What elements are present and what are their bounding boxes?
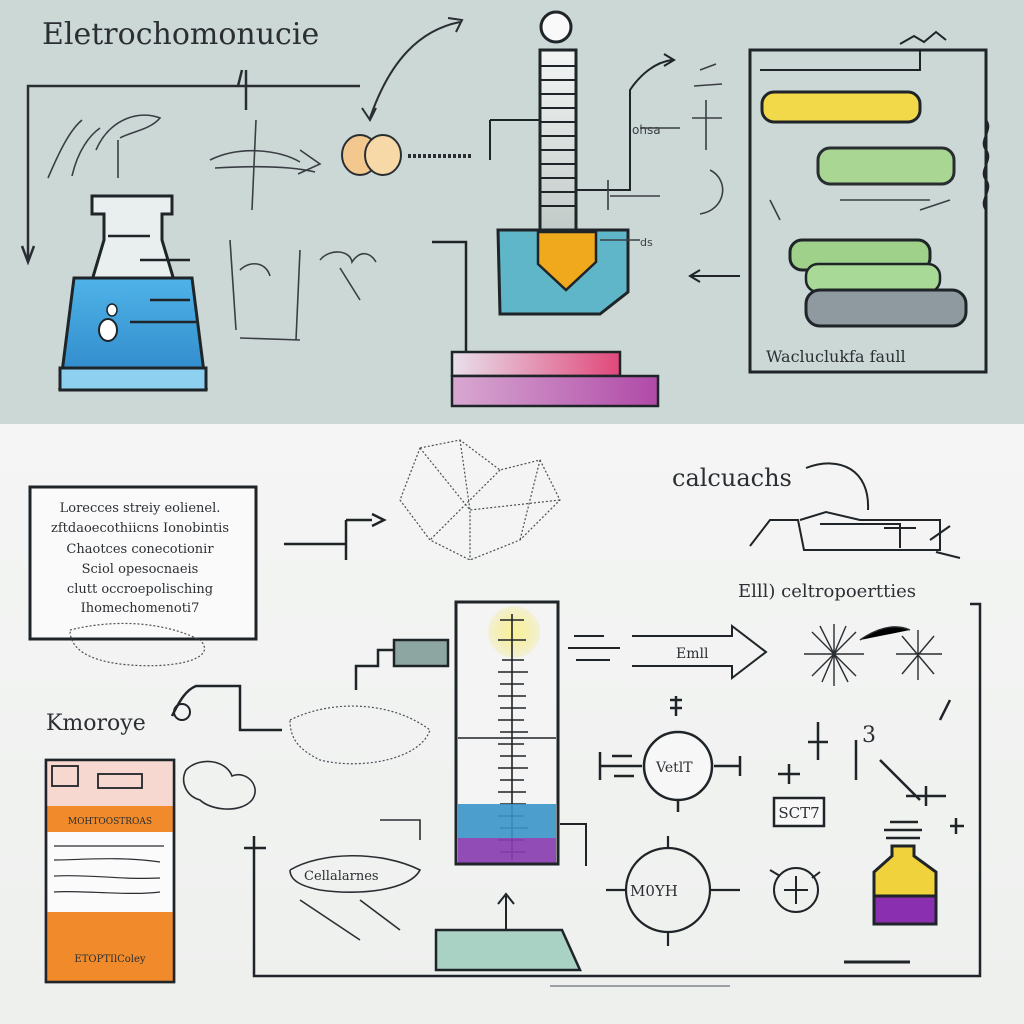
- notes-line-4: Sciol opesocnaeis: [82, 562, 199, 577]
- scribble-label-a: ohsa: [632, 123, 661, 137]
- probe: [354, 638, 450, 690]
- label-electroperties: Elll) celtropoertties: [738, 581, 916, 602]
- right-box-caption: Wacluclukfa faull: [766, 347, 906, 366]
- label-cell-bottom: Cellalarnes: [304, 869, 379, 884]
- small-dial: [769, 867, 821, 913]
- strip-header: MOHTOOSTROAS: [68, 817, 152, 827]
- emll-arrow: [568, 623, 768, 681]
- layered-bars-box: Wacluclukfa faull: [688, 30, 990, 374]
- circle-meter: [598, 696, 742, 812]
- notes-line-1: Lorecces streiy eolienel.: [60, 501, 221, 516]
- spark-bursts: [804, 624, 942, 686]
- arrow-to-pills: [361, 17, 464, 122]
- strip-footer: ETOPTIlColey: [74, 954, 146, 965]
- reagent-bottle: [844, 820, 938, 964]
- pill-capsules: [341, 134, 472, 176]
- label-kmorye: Kmoroye: [46, 711, 146, 736]
- left-color-strip: MOHTOOSTROAS ETOPTIlColey: [44, 758, 176, 984]
- label-moh: M0YH: [630, 882, 678, 900]
- scribble-label-b: ds: [640, 236, 653, 249]
- label-emil: Emll: [676, 646, 709, 662]
- label-sct: SCT7: [778, 804, 819, 822]
- top-right-device: [749, 510, 961, 559]
- scribble-column: [600, 63, 724, 241]
- scribble-marks: [47, 114, 377, 341]
- erlenmeyer-flask: [57, 194, 209, 392]
- circuit-wire: [244, 602, 982, 978]
- label-calcuachs: calcuachs: [672, 464, 792, 492]
- label-vet: VetlT: [655, 760, 693, 776]
- top-title: Eletrochomonucie: [42, 17, 319, 52]
- notes-line-6: Ihomechomenoti7: [81, 601, 200, 616]
- heating-base: [432, 240, 660, 408]
- sign-marks: [778, 699, 964, 834]
- calcuachs-curve: [805, 462, 870, 511]
- titration-column: [489, 10, 676, 316]
- notes-box: Lorecces streiy eolienel. zftdaoecothiic…: [28, 485, 258, 641]
- label-number-three: 3: [862, 723, 876, 748]
- mohh-device: [606, 836, 740, 946]
- measuring-cylinder: [434, 600, 587, 972]
- lower-left-sketch: [182, 760, 422, 941]
- left-wire: [20, 69, 360, 266]
- f-shape-arrow: [284, 512, 387, 560]
- notes-line-5: clutt occroepolisching: [67, 582, 213, 597]
- sct-box: SCT7: [772, 796, 826, 828]
- dotted-network: [69, 439, 561, 765]
- top-title-group: Eletrochomonucie: [42, 17, 319, 52]
- notes-line-2: zftdaoecothiicns Ionobintis: [51, 521, 229, 536]
- notes-line-3: Chaotces conecotionir: [66, 542, 214, 557]
- connector-node: [173, 703, 191, 721]
